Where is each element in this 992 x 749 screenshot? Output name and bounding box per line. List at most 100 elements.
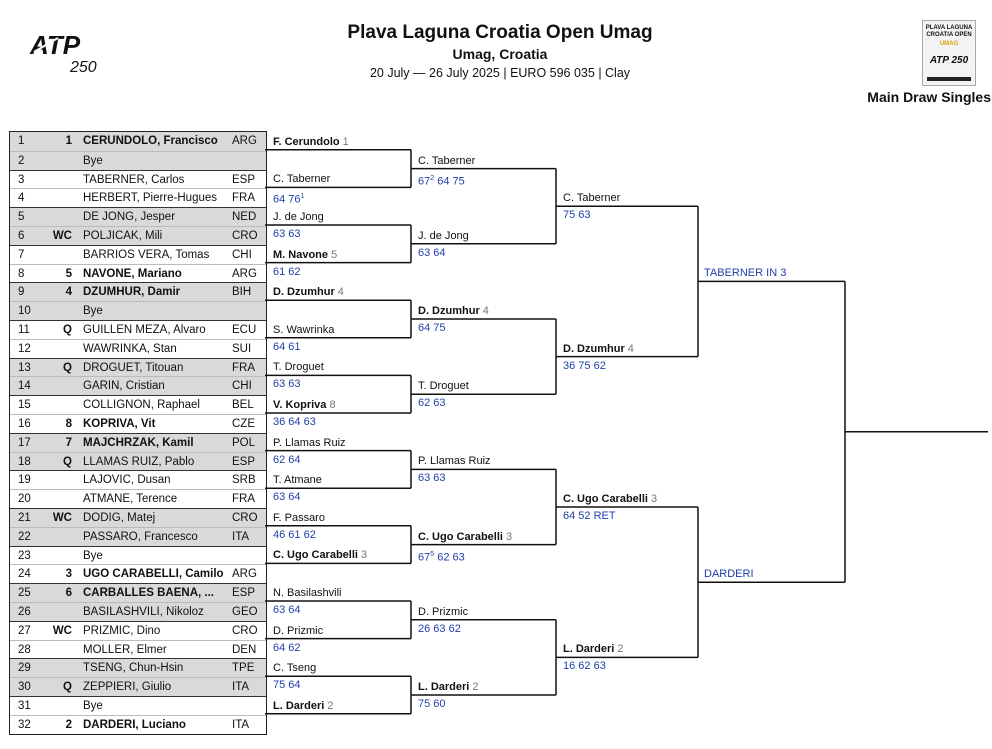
draw-position: 3 [18,173,25,186]
draw-position: 29 [18,662,31,675]
player-name: Bye [83,700,103,712]
player-country: CRO [232,230,258,242]
match-score: 63 63 [273,378,301,391]
player-country: ARG [232,568,257,581]
bracket-player-name: V. Kopriva 8 [273,399,336,411]
seed-label: 2 [65,718,72,731]
player-name: CARBALLES BAENA, ... [83,587,214,600]
player-name: BARRIOS VERA, Tomas [83,248,210,261]
seed-label: 8 [65,418,72,430]
seed-label: 4 [337,286,344,299]
seed-label: WC [52,230,72,242]
bracket-player-name: D. Dzumhur 4 [418,305,489,317]
player-name: ATMANE, Terence [83,493,178,506]
player-country: CHI [232,248,252,261]
match-score: 46 61 62 [273,528,316,541]
seed-label: 3 [65,568,72,581]
player-country: BEL [232,399,254,412]
draw-position: 5 [18,211,25,224]
draw-position: 15 [18,399,31,412]
seed-label: 1 [342,135,349,148]
player-country: DEN [232,643,257,656]
bracket-player-name: D. Prizmic [418,605,469,618]
svg-text:250: 250 [69,59,97,76]
match-score: 61 62 [273,265,301,278]
draw-position: 16 [18,418,31,430]
draw-position: 11 [18,324,30,336]
player-name: WAWRINKA, Stan [83,342,177,355]
player-name: POLJICAK, Mili [83,230,163,242]
tournament-title: Plava Laguna Croatia Open Umag [347,22,653,43]
bracket-player-name: M. Navone 5 [273,248,338,261]
seed-label: 3 [651,493,658,505]
player-name: HERBERT, Pierre-Hugues [83,192,218,205]
player-name: ZEPPIERI, Giulio [83,681,172,694]
bracket-player-name: F. Passaro [273,511,325,524]
draw-position: 14 [18,380,31,393]
player-country: ARG [232,135,257,147]
player-row: 26 BASILASHVILI, Nikoloz GEO [10,602,266,621]
seed-label: 4 [65,286,72,299]
seed-label: 4 [627,342,634,355]
player-country: ITA [232,530,250,543]
bracket-player-name: N. Basilashvili [273,587,342,599]
match-score: 64 62 [273,641,301,654]
player-country: SRB [232,474,256,487]
seed-label: 2 [472,681,479,693]
draw-position: 1 [18,135,25,147]
player-name: Bye [83,305,103,318]
match-score: 36 64 63 [273,416,316,428]
player-country: CRO [232,624,258,637]
bracket-player-name: DARDERI [704,568,754,581]
seed-label: 3 [361,549,368,562]
match-score: 63 63 [418,472,446,485]
draw-position: 10 [18,305,31,318]
seed-label: 1 [65,135,72,147]
draw-position: 13 [18,361,31,374]
draw-position: 32 [18,718,31,731]
bracket-player-name: TABERNER IN 3 [704,267,787,280]
player-country: BIH [232,286,252,299]
match-score: 675 62 63 [418,550,465,564]
player-name: PASSARO, Francesco [83,530,198,543]
seed-label: 7 [65,436,72,449]
seed-label: 6 [65,587,72,600]
bracket-player-name: C. Taberner [563,192,621,205]
seed-label: 8 [329,399,336,411]
player-name: KOPRIVA, Vit [83,418,156,430]
draw-position: 20 [18,493,31,506]
match-score: 36 75 62 [563,359,606,372]
seed-label: WC [52,512,72,524]
draw-position: 4 [18,192,25,205]
draw-position: 26 [18,606,31,618]
draw-position: 23 [18,549,31,562]
bracket-player-name: D. Dzumhur 4 [273,286,344,299]
draw-position: 9 [18,286,25,299]
bracket-player-name: F. Cerundolo 1 [273,135,349,148]
player-row: 10 Bye [10,301,266,320]
player-name: MAJCHRZAK, Kamil [83,436,194,449]
bracket-player-name: C. Taberner [273,173,331,186]
match-score: 75 64 [273,679,301,692]
match-score: 26 63 62 [418,622,461,635]
atp-250-logo: ATP 250 [28,30,108,76]
player-name: DE JONG, Jesper [83,211,176,224]
player-country: GEO [232,606,258,618]
player-name: NAVONE, Mariano [83,267,182,280]
tournament-city: Umag, Croatia [452,46,548,62]
seed-label: 4 [482,305,489,317]
player-name: BASILASHVILI, Nikoloz [83,606,204,618]
